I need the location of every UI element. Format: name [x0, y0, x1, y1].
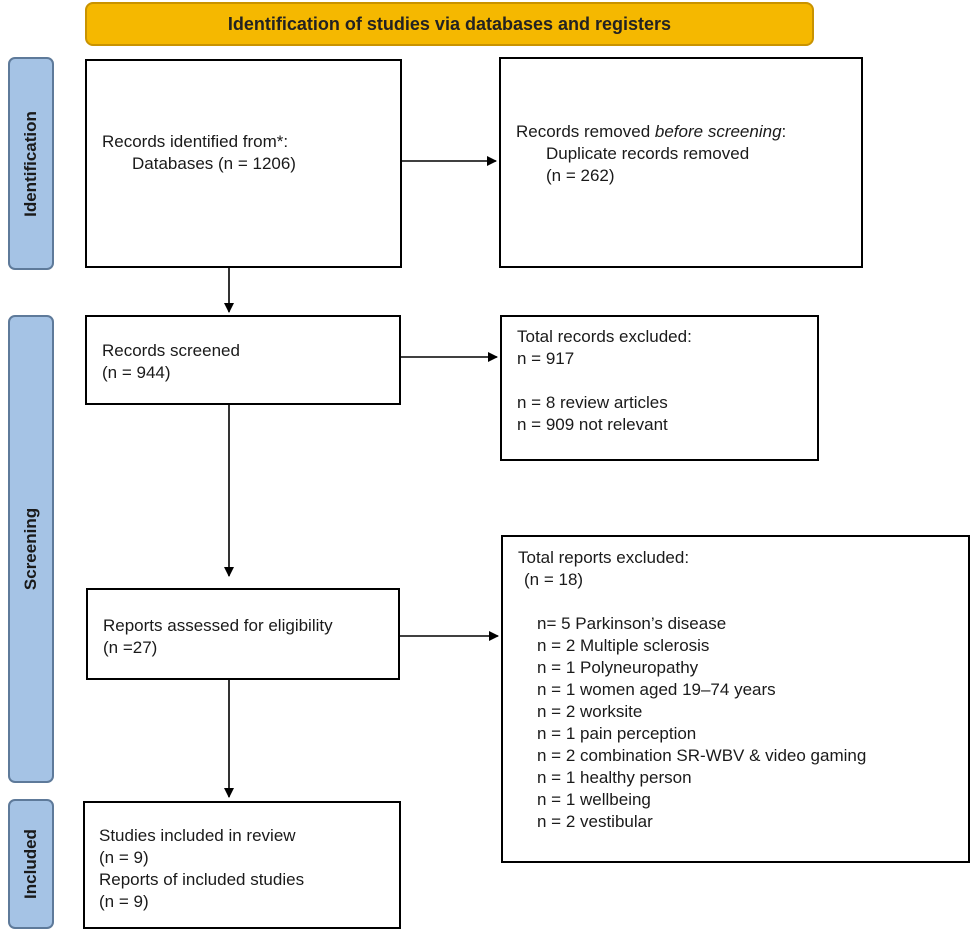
records-identified-box: Records identified from*: Databases (n =…: [85, 59, 402, 268]
reports-excluded-item: n = 2 Multiple sclerosis: [537, 636, 710, 655]
phase-included: Included: [8, 799, 54, 929]
reports-excluded-item: n= 5 Parkinson’s disease: [537, 614, 727, 633]
records-screened-label: Records screened: [102, 341, 240, 360]
records-excluded-box: Total records excluded: n = 917 n = 8 re…: [500, 315, 819, 461]
records-removed-emphasis: before screening: [654, 122, 782, 141]
reports-excluded-item: n = 1 pain perception: [537, 724, 697, 743]
studies-included-box: Studies included in review (n = 9) Repor…: [83, 801, 401, 929]
records-removed-prefix: Records removed: [516, 122, 655, 141]
reports-excluded-count: (n = 18): [524, 570, 584, 589]
reports-included-label: Reports of included studies: [99, 870, 305, 889]
records-excluded-item: n = 8 review articles: [517, 393, 668, 412]
records-removed-box: Records removed before screening: Duplic…: [499, 57, 863, 268]
databases-count: Databases (n = 1206): [132, 154, 296, 173]
reports-excluded-item: n = 1 healthy person: [537, 768, 692, 787]
records-excluded-count: n = 917: [517, 349, 575, 368]
records-excluded-label: Total records excluded:: [517, 327, 692, 346]
reports-excluded-item: n = 2 combination SR-WBV & video gaming: [537, 746, 867, 765]
header-title: Identification of studies via databases …: [227, 13, 672, 34]
records-screened-count: (n = 944): [102, 363, 171, 382]
reports-assessed-label: Reports assessed for eligibility: [103, 616, 333, 635]
reports-excluded-item: n = 2 vestibular: [537, 812, 653, 831]
studies-included-count: (n = 9): [99, 848, 149, 867]
studies-included-label: Studies included in review: [99, 826, 296, 845]
reports-assessed-count: (n =27): [103, 638, 158, 657]
reports-excluded-box: Total reports excluded: (n = 18) n= 5 Pa…: [501, 535, 970, 863]
records-removed-label: Records removed before screening:: [516, 121, 786, 143]
reports-excluded-item: n = 1 women aged 19–74 years: [537, 680, 776, 699]
phase-identification: Identification: [8, 57, 54, 270]
duplicate-records-count: (n = 262): [546, 166, 615, 185]
records-excluded-item: n = 909 not relevant: [517, 415, 668, 434]
duplicate-records-label: Duplicate records removed: [546, 144, 750, 163]
records-removed-suffix: :: [781, 122, 787, 141]
reports-excluded-item: n = 1 Polyneuropathy: [537, 658, 699, 677]
phase-screening: Screening: [8, 315, 54, 783]
reports-excluded-item: n = 1 wellbeing: [537, 790, 651, 809]
records-screened-box: Records screened (n = 944): [85, 315, 401, 405]
reports-excluded-label: Total reports excluded:: [518, 548, 690, 567]
reports-assessed-box: Reports assessed for eligibility (n =27): [86, 588, 400, 680]
reports-included-count: (n = 9): [99, 892, 149, 911]
header-banner: Identification of studies via databases …: [85, 2, 814, 46]
reports-excluded-item: n = 2 worksite: [537, 702, 643, 721]
records-identified-label: Records identified from*:: [102, 132, 289, 151]
